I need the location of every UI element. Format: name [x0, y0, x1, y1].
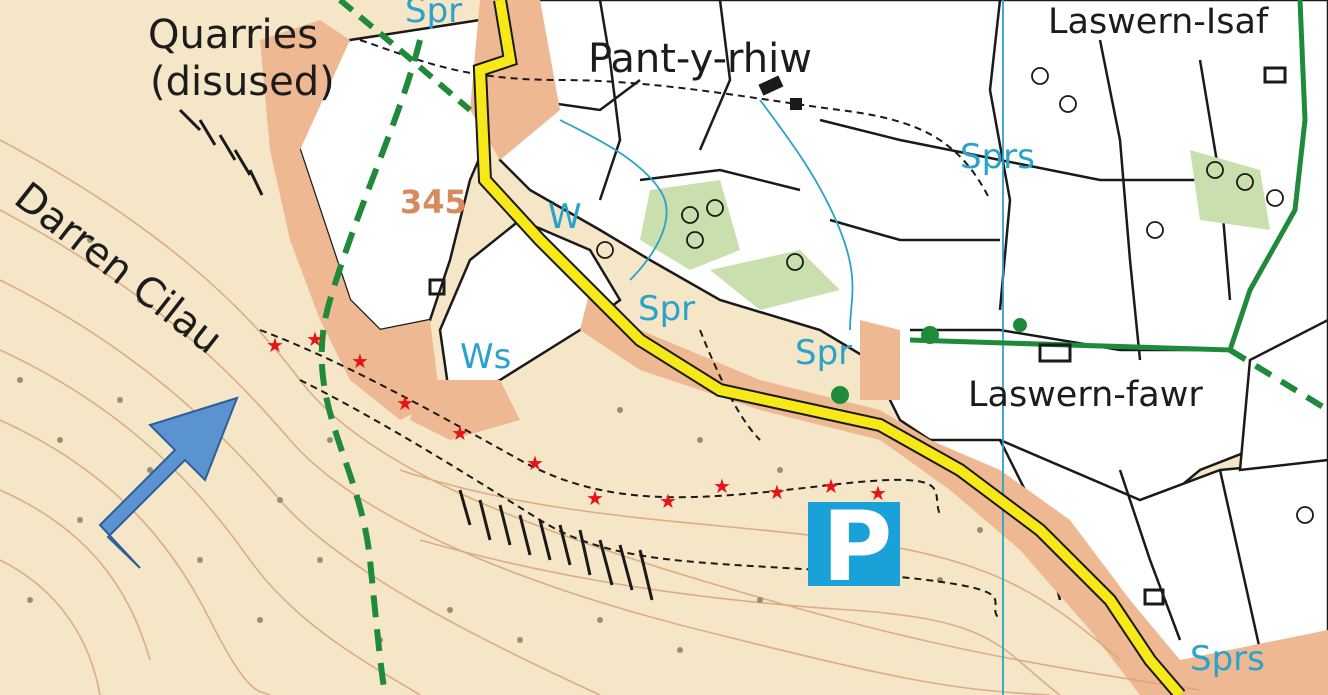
label-laswern-fawr: Laswern-fawr	[968, 375, 1203, 415]
red-star-marker: ★	[351, 349, 369, 373]
footpaths	[318, 0, 1328, 695]
label-pant-y-rhiw: Pant-y-rhiw	[588, 36, 812, 82]
label-quarries: Quarries	[148, 12, 318, 58]
red-star-marker: ★	[869, 481, 887, 505]
parking-icon[interactable]: P	[808, 491, 900, 603]
label-ws: Ws	[460, 337, 511, 377]
tree-symbols	[596, 67, 1314, 524]
label-laswern-isaf: Laswern-Isaf	[1048, 2, 1269, 42]
parking-letter: P	[822, 491, 892, 603]
red-star-marker: ★	[266, 333, 284, 357]
label-spot-height: 345	[400, 183, 467, 221]
red-star-marker: ★	[306, 327, 324, 351]
label-spr-center: Spr	[638, 289, 695, 329]
route-star-markers: ★ ★ ★ ★ ★ ★ ★ ★ ★ ★ ★ ★	[266, 327, 887, 513]
road	[472, 0, 1186, 695]
red-star-marker: ★	[526, 451, 544, 475]
label-spr-top: Spr	[405, 0, 462, 31]
woodland	[640, 150, 1270, 310]
label-spr-lower: Spr	[795, 333, 852, 373]
access-land	[260, 0, 1328, 695]
red-star-marker: ★	[586, 486, 604, 510]
label-sprs-right: Sprs	[960, 137, 1035, 177]
label-disused: (disused)	[150, 59, 335, 105]
streams	[559, 0, 1004, 695]
buildings	[428, 66, 1287, 606]
cliff-hachures	[178, 108, 654, 601]
blue-arrow	[98, 396, 239, 569]
label-sprs-bottom: Sprs	[1190, 639, 1265, 679]
red-star-marker: ★	[659, 489, 677, 513]
red-star-marker: ★	[396, 391, 414, 415]
red-star-marker: ★	[822, 474, 840, 498]
red-star-marker: ★	[451, 421, 469, 445]
red-star-marker: ★	[768, 480, 786, 504]
red-star-marker: ★	[713, 474, 731, 498]
path-junction-dots	[831, 318, 1027, 404]
label-w: W	[548, 197, 582, 237]
enclosed-fields	[278, 0, 1328, 695]
